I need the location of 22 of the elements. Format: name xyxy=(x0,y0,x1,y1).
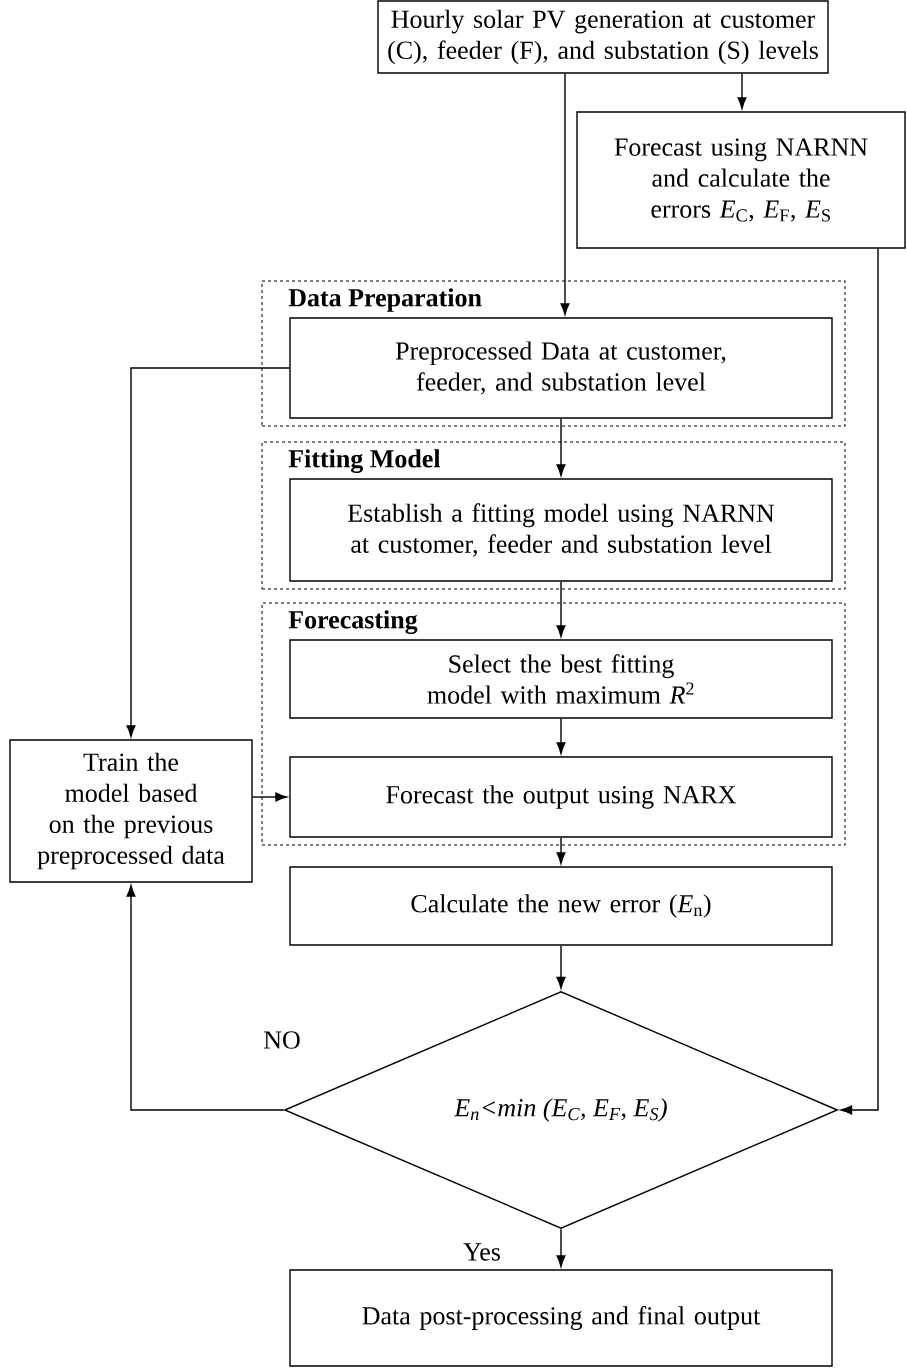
process-box: Data post-processing and final output xyxy=(289,1269,833,1367)
process-box: Select the best fitting model with maximum R$^{2}$ xyxy=(289,639,833,719)
process-box: Forecast the output using NARX xyxy=(289,756,833,838)
arrow xyxy=(126,367,290,737)
arrow xyxy=(556,581,566,637)
process-box: Preprocessed Data at customer, feeder, and substation level xyxy=(289,317,833,419)
edge-label: Yes xyxy=(462,1242,502,1262)
process-box: Establish a fitting model using NARNN at customer, feeder and substation level xyxy=(289,478,833,582)
arrow xyxy=(840,248,879,1115)
process-box: Train the model based on the previous preprocessed data xyxy=(9,739,253,883)
arrow xyxy=(556,718,566,754)
arrow xyxy=(556,1228,566,1267)
process-box: Hourly solar PV generation at customer (C), feeder (F), and substation (S) levels xyxy=(377,0,829,74)
arrow xyxy=(556,837,566,864)
arrow xyxy=(556,418,566,476)
process-box: Forecast using NARNN and calculate the errors E$_{C}$, E$_{F}$, E$_{S}$ xyxy=(576,111,906,249)
arrow xyxy=(737,73,747,109)
arrow xyxy=(252,792,287,802)
arrow xyxy=(126,885,285,1111)
arrow xyxy=(560,73,570,315)
process-box: Calculate the new error (E$_{n}$) xyxy=(289,866,833,946)
arrow xyxy=(556,945,566,989)
